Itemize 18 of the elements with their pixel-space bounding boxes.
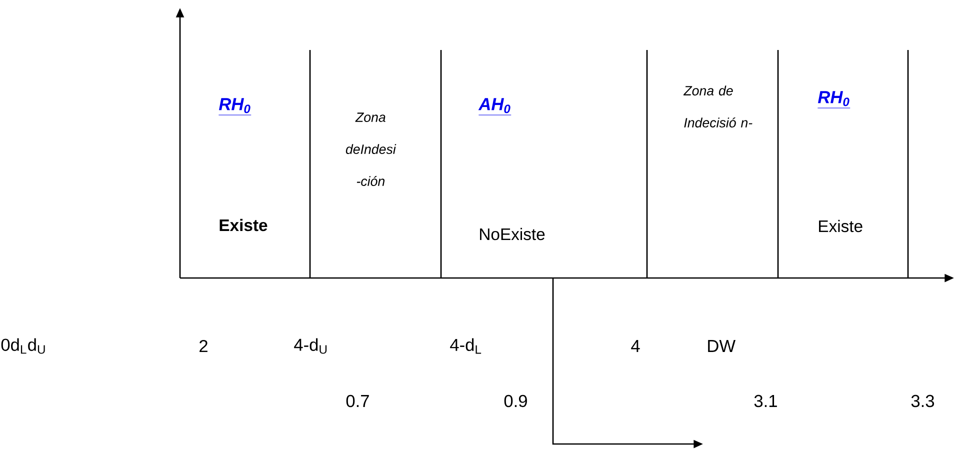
axis-label: 2 bbox=[200, 340, 208, 352]
zone-note: Zona de Indecisió n- bbox=[683, 86, 752, 128]
zone-label: NoExiste bbox=[480, 228, 545, 240]
zone-label: Existe bbox=[220, 218, 268, 232]
heading: RH$_{0}$ bbox=[218, 98, 252, 116]
zone-note: Zona deIndesi -ción bbox=[346, 112, 396, 186]
heading: RH$_{0}$ bbox=[817, 91, 850, 108]
axis-label: 0.7 bbox=[346, 394, 369, 408]
axis-label: 3.3 bbox=[911, 394, 934, 408]
axis-label: 4-d$_{U}$ bbox=[294, 338, 327, 354]
axis-label: 0.9 bbox=[504, 394, 527, 408]
heading: AH$_{0}$ bbox=[478, 98, 512, 116]
axis-label: DW bbox=[708, 340, 736, 352]
axis-label: 0d$_{L}$d$_{U}$ bbox=[1, 338, 45, 354]
axis-label: 4-d$_{L}$ bbox=[450, 338, 482, 354]
zone-label: Existe bbox=[819, 220, 862, 232]
axis-label: 3.1 bbox=[754, 394, 777, 408]
axis-label: 4 bbox=[631, 340, 640, 352]
